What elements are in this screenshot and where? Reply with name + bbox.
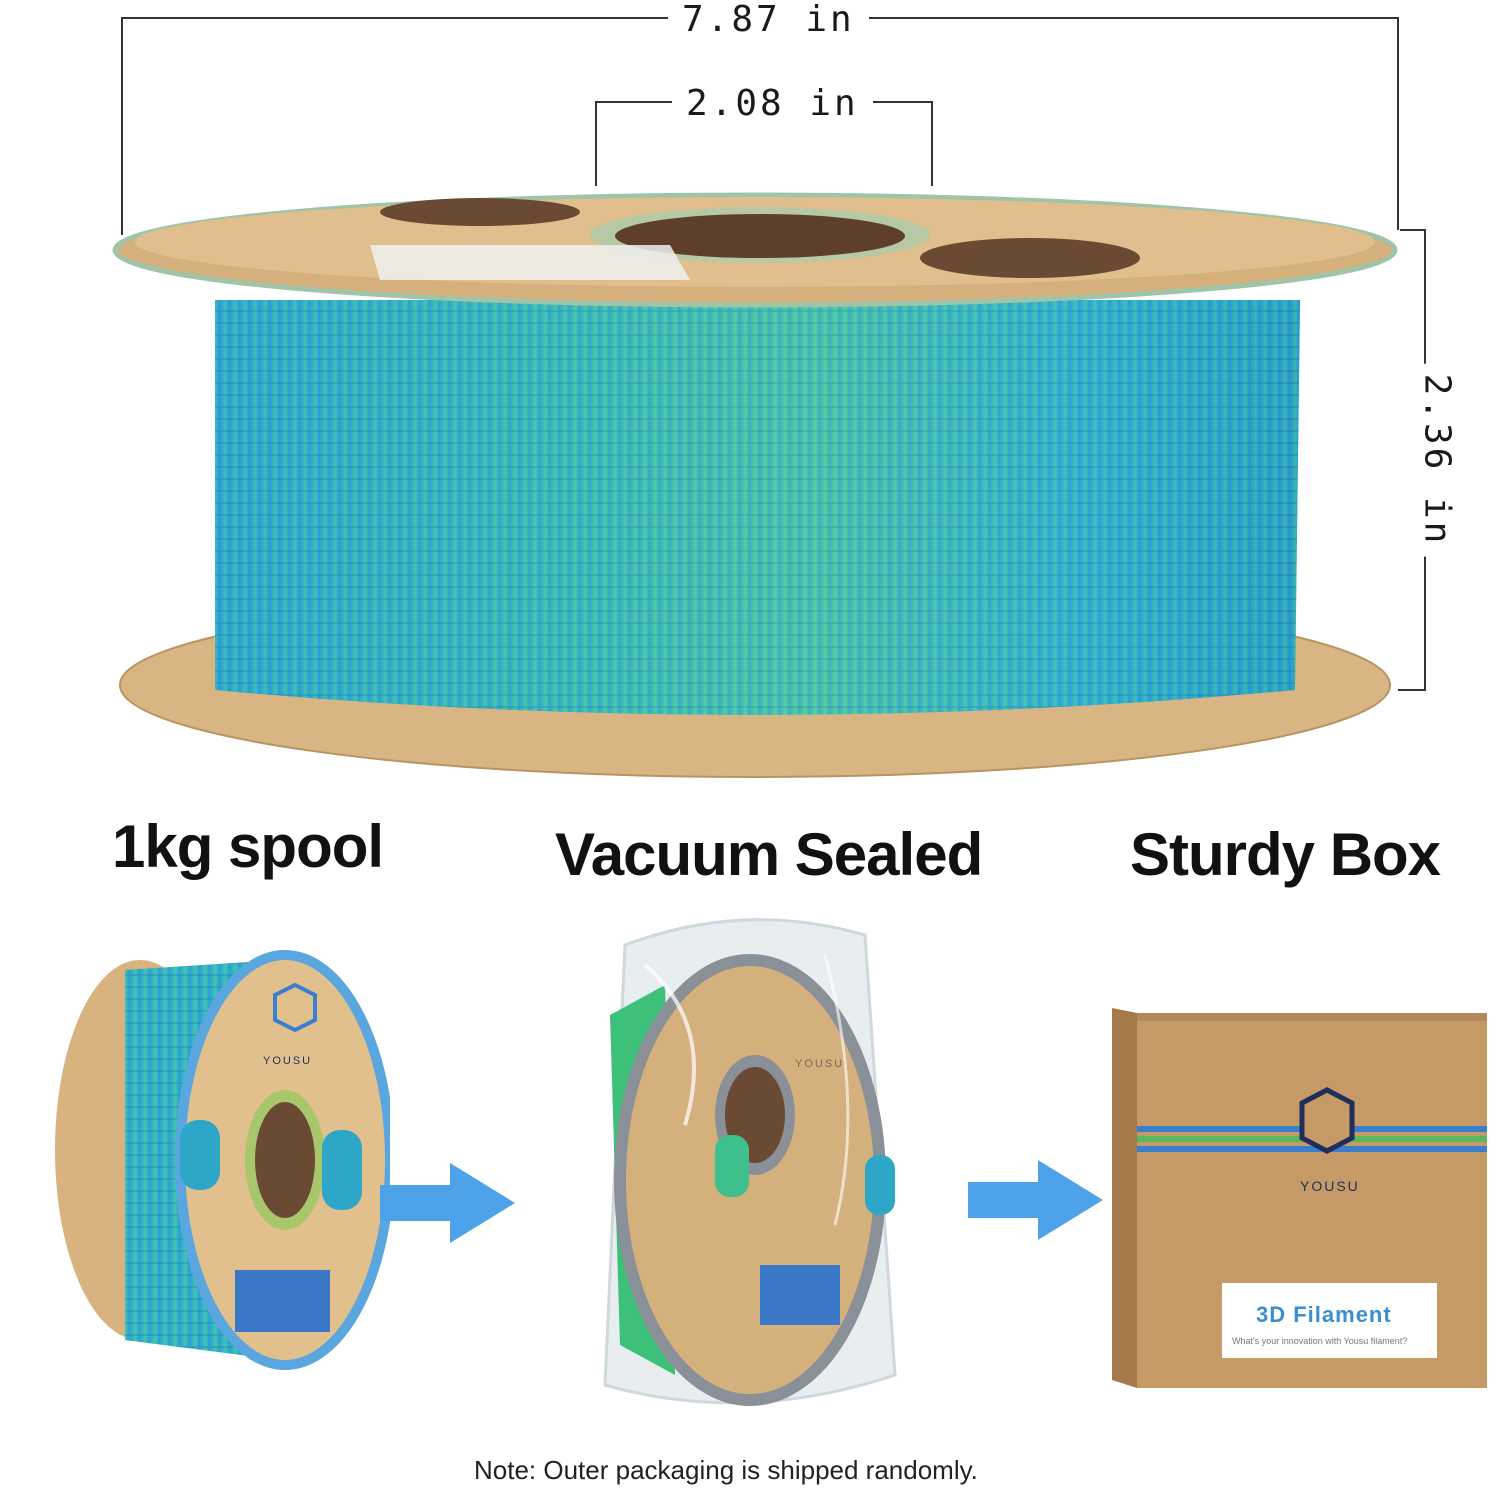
box-label-subtitle: What's your innovation with Yousu filame… [1232, 1336, 1408, 1346]
box-label-title: 3D Filament [1256, 1302, 1392, 1327]
arrow-right-icon [380, 1163, 515, 1243]
width-label: 2.36 in [1416, 363, 1457, 557]
spool-photo [55, 950, 390, 1370]
spool-brand-text: YOUSU [263, 1055, 313, 1067]
main-spool-image [112, 192, 1398, 778]
feature-caption-spool: 1kg spool [112, 813, 384, 880]
box-brand-text: YOUSU [1300, 1178, 1360, 1194]
outer-diameter-label: 7.87 in [668, 0, 869, 40]
arrow-right-icon [968, 1160, 1103, 1240]
bag-brand-text: YOUSU [795, 1058, 845, 1070]
shipping-note: Note: Outer packaging is shipped randoml… [474, 1455, 978, 1485]
feature-caption-vacuum: Vacuum Sealed [555, 821, 983, 888]
hub-diameter-label: 2.08 in [672, 84, 873, 124]
cardboard-box-photo [1112, 1008, 1487, 1388]
feature-caption-box: Sturdy Box [1130, 821, 1441, 888]
vacuum-bag-photo [603, 918, 897, 1406]
